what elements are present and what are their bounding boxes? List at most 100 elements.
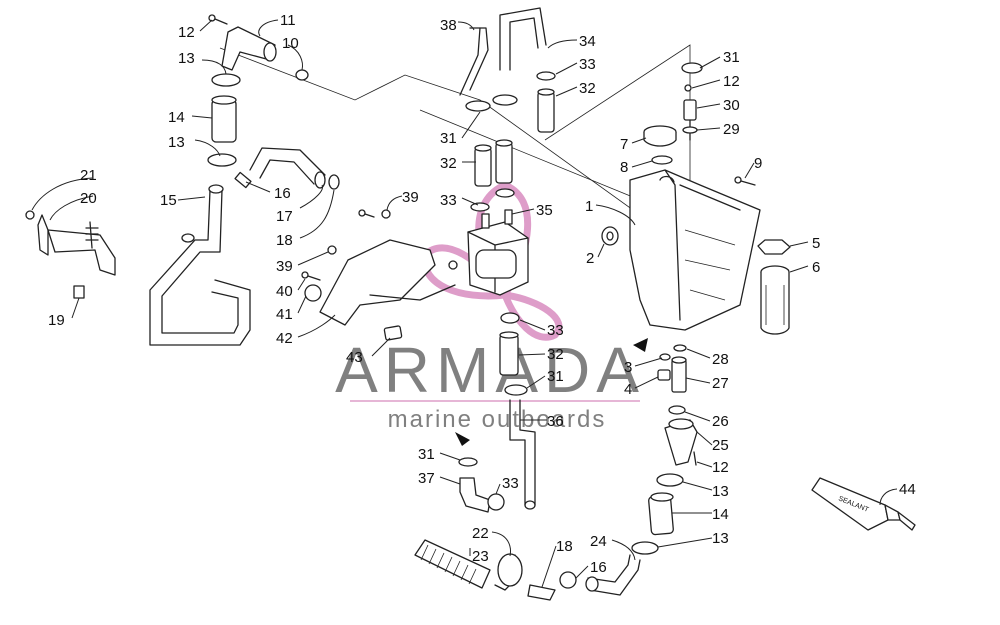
tube-part-32-lower: [499, 331, 519, 376]
clamp-part-31-top-a: [465, 100, 491, 112]
clamp-part-13-right-top: [656, 473, 684, 487]
callout-16-left: 16: [274, 185, 291, 202]
callout-24: 24: [590, 533, 607, 550]
callout-14-left: 14: [168, 109, 185, 126]
callout-2: 2: [586, 250, 594, 267]
reference-lines: [219, 44, 691, 216]
screw-part-12-right: [684, 84, 692, 92]
callout-44: 44: [899, 481, 916, 498]
oil-tank-part-1: [629, 169, 761, 331]
nut-part-39-b: [381, 209, 391, 219]
nut-part-4: [657, 369, 671, 381]
callout-25: 25: [712, 437, 729, 454]
callout-13-right-top: 13: [712, 483, 729, 500]
callout-38: 38: [440, 17, 457, 34]
callout-6: 6: [812, 259, 820, 276]
callout-11: 11: [280, 12, 296, 29]
callout-31-top: 31: [440, 130, 457, 147]
callout-4: 4: [624, 381, 632, 398]
callout-20: 20: [80, 190, 97, 207]
oil-tank-assembly: [601, 62, 791, 555]
screw-part-12-upper: [208, 14, 228, 25]
hose-part-22: [494, 553, 523, 591]
callout-23: 23: [472, 548, 489, 565]
sealant-tube-part-44: SEALANT: [811, 477, 916, 531]
callout-10: 10: [282, 35, 299, 52]
callout-16-bottom: 16: [590, 559, 607, 576]
callout-18-left: 18: [276, 232, 293, 249]
callout-19: 19: [48, 312, 65, 329]
pad-part-43: [383, 325, 403, 341]
tube-pair-part-32: [474, 139, 513, 187]
u-hose-part-34: [499, 7, 547, 71]
clip-part-16-left: [234, 171, 252, 189]
elbow-part-25: [664, 418, 698, 466]
callout-13-upper-left: 13: [178, 50, 195, 67]
cap-part-5: [757, 239, 791, 255]
callout-12-right: 12: [723, 73, 740, 90]
callout-33-small: 33: [502, 475, 519, 492]
callout-42: 42: [276, 330, 293, 347]
callout-28: 28: [712, 351, 729, 368]
callout-37: 37: [418, 470, 435, 487]
corrugated-hose-part-23: [414, 539, 491, 589]
hose-segment-part-14-left: [211, 95, 237, 143]
callout-8: 8: [620, 159, 628, 176]
callout-33-lower: 33: [547, 322, 564, 339]
fitting-part-30: [683, 99, 697, 141]
screw-part-40: [301, 271, 321, 281]
callout-30: 30: [723, 97, 740, 114]
callout-35: 35: [536, 202, 553, 219]
clip-part-18-left: [328, 174, 340, 190]
bracket-part-20: [37, 214, 116, 276]
ring-part-33-lower: [500, 312, 520, 324]
ring-part-33-mid-a: [470, 202, 490, 212]
curved-hose-part-17: [249, 147, 326, 189]
watermark-brand: ARMADA: [335, 334, 645, 406]
center-upper-hoses: [459, 7, 556, 212]
o-ring-part-26: [668, 405, 686, 415]
callout-29: 29: [723, 121, 740, 138]
callout-9: 9: [754, 155, 762, 172]
mounting-bracket-assembly: [25, 210, 116, 299]
callout-26: 26: [712, 413, 729, 430]
clamp-part-13-top: [211, 73, 241, 87]
filler-cap-part-7: [643, 125, 677, 147]
callout-43: 43: [346, 349, 363, 366]
screw-part-21: [25, 210, 35, 220]
callout-27: 27: [712, 375, 729, 392]
callout-39-side: 39: [276, 258, 293, 275]
clamp-part-13-right-bottom: [631, 541, 659, 555]
callout-18-bottom: 18: [556, 538, 573, 555]
grommet-part-2: [601, 226, 619, 246]
callout-40: 40: [276, 283, 293, 300]
screw-part-12-lower: [693, 451, 697, 466]
callout-32-lower: 32: [547, 346, 564, 363]
bottom-hoses: [414, 539, 641, 601]
clip-part-19: [73, 285, 85, 299]
hose-part-24: [585, 554, 641, 596]
clamp-part-33-small: [487, 493, 505, 511]
callout-33-top: 33: [579, 56, 596, 73]
callout-32-mid: 32: [440, 155, 457, 172]
callout-36: 36: [547, 413, 564, 430]
callout-41: 41: [276, 306, 293, 323]
clamp-part-31-small: [458, 457, 478, 467]
valve-canister-part-35: [467, 209, 529, 296]
callout-3: 3: [624, 359, 632, 376]
clip-part-18-bottom: [527, 584, 556, 601]
callout-32-top: 32: [579, 80, 596, 97]
nut-part-center: [448, 260, 458, 270]
callout-labels: 11 12 10 13 14 13 15 16 17 18 21 20 19 3…: [48, 12, 916, 576]
callout-21: 21: [80, 167, 97, 184]
upper-left-hose-assembly: [149, 14, 340, 346]
callout-31-right: 31: [723, 49, 740, 66]
leader-lines: [31, 19, 898, 588]
callout-12-lower-right: 12: [712, 459, 729, 476]
elbow-part-37: [459, 477, 491, 513]
o-ring-part-10: [295, 69, 309, 81]
bent-hose-part-15: [149, 184, 251, 346]
hose-segment-part-14-right: [648, 492, 674, 536]
clamp-part-31-top-b: [492, 94, 518, 106]
